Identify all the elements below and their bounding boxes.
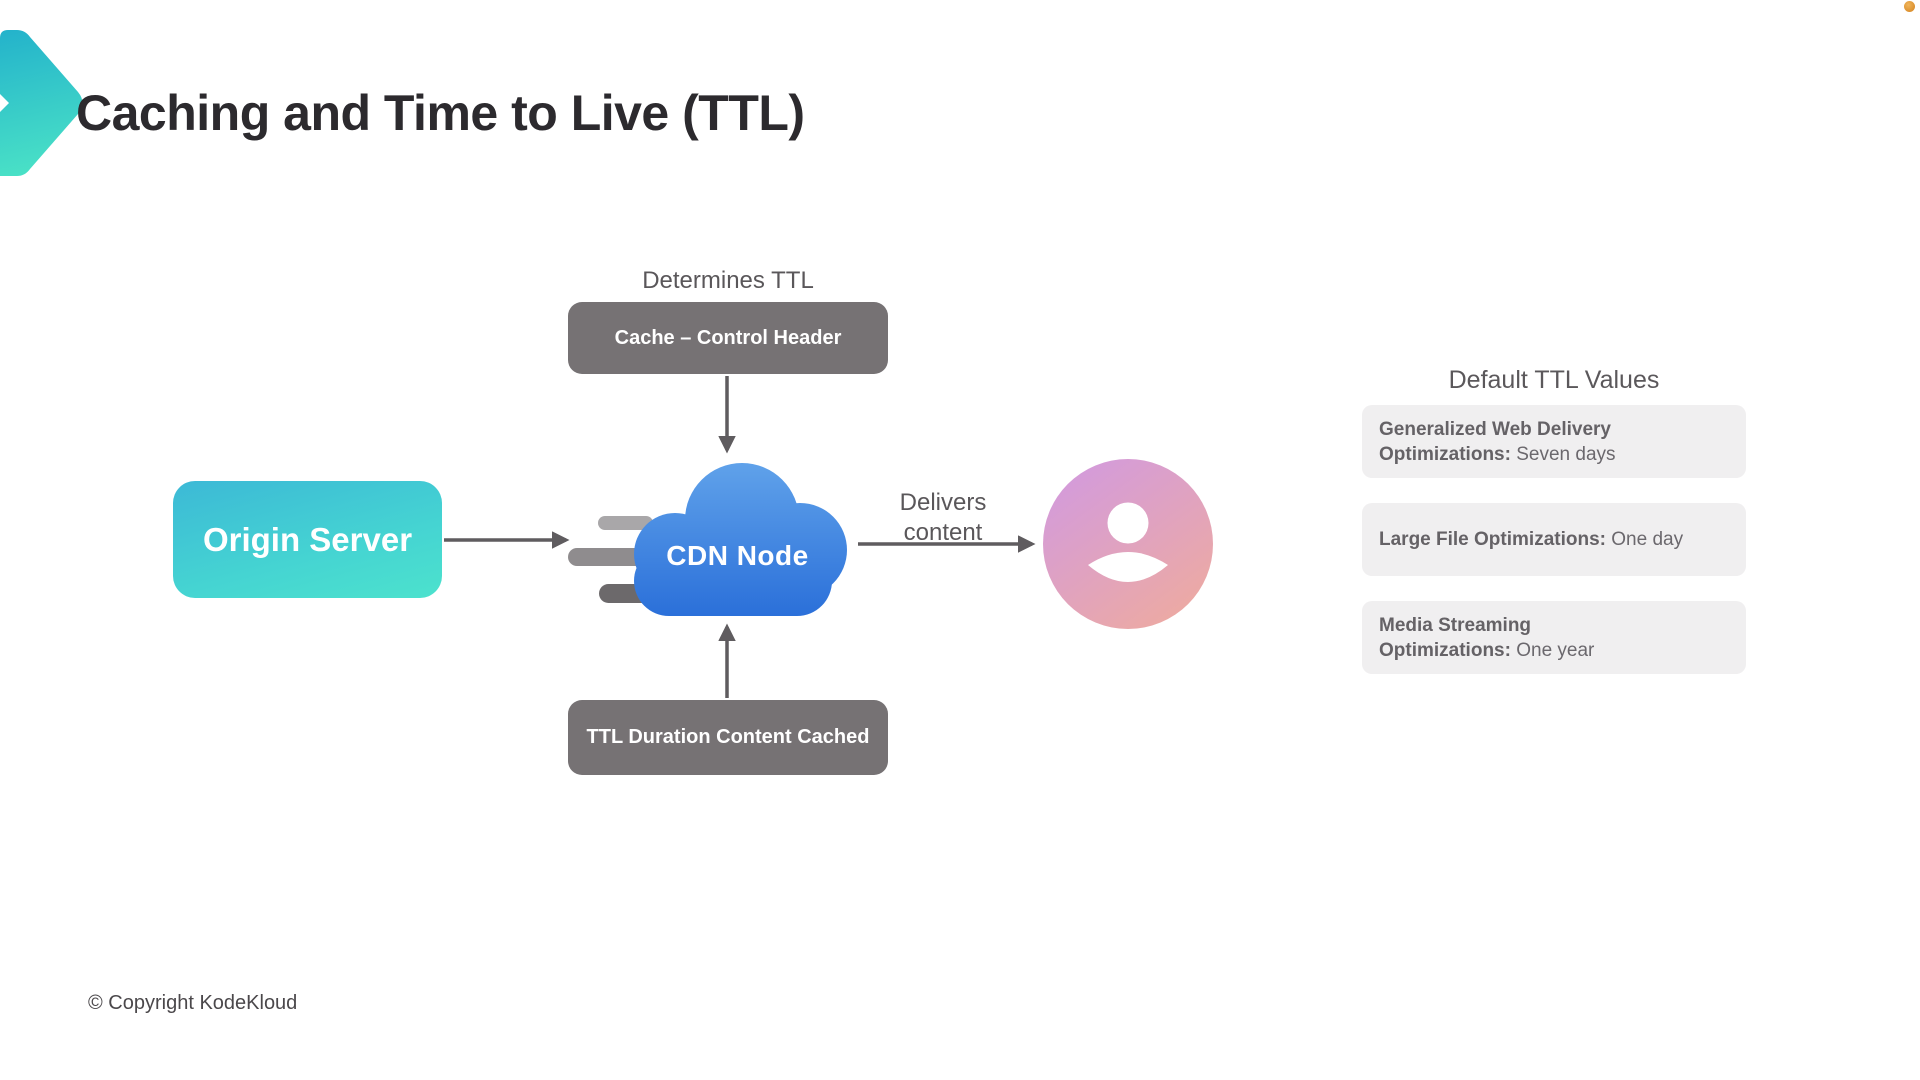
orange-dot-icon: [1904, 1, 1915, 12]
cdn-node-label: CDN Node: [666, 540, 809, 571]
avatar-head: [1107, 502, 1149, 544]
ttl-item-value: Seven days: [1516, 443, 1616, 465]
ttl-item-large-file: Large File Optimizations: One day: [1362, 503, 1746, 576]
avatar-body: [1088, 552, 1168, 582]
speed-line-icon: [598, 516, 653, 530]
delivers-content-caption: Delivers content: [899, 489, 987, 546]
page-title: Caching and Time to Live (TTL): [76, 85, 805, 141]
avatar-circle: [1043, 459, 1213, 629]
ttl-item-label: Generalized Web Delivery Optimizations:: [1379, 418, 1611, 465]
ttl-item-label: Large File Optimizations:: [1379, 529, 1606, 550]
ttl-item-value: One day: [1611, 529, 1684, 550]
default-ttl-list: Generalized Web Delivery Optimizations: …: [1362, 405, 1746, 674]
chevron-logo-icon: [0, 30, 83, 176]
cache-control-header-node: Cache – Control Header: [568, 302, 888, 374]
default-ttl-heading: Default TTL Values: [1448, 366, 1660, 394]
ttl-duration-node: TTL Duration Content Cached: [568, 700, 888, 775]
user-avatar-icon: [1043, 459, 1213, 629]
ttl-item-media-streaming: Media Streaming Optimizations: One year: [1362, 601, 1746, 674]
origin-server-node: Origin Server: [173, 481, 442, 598]
ttl-item-label: Media Streaming Optimizations:: [1379, 614, 1532, 661]
ttl-item-value: One year: [1516, 639, 1595, 661]
determines-ttl-caption: Determines TTL: [642, 267, 814, 294]
speed-line-icon: [568, 548, 653, 566]
ttl-item-generalized-web: Generalized Web Delivery Optimizations: …: [1362, 405, 1746, 478]
copyright-text: © Copyright KodeKloud: [88, 992, 298, 1014]
cloud-icon: [634, 463, 847, 616]
